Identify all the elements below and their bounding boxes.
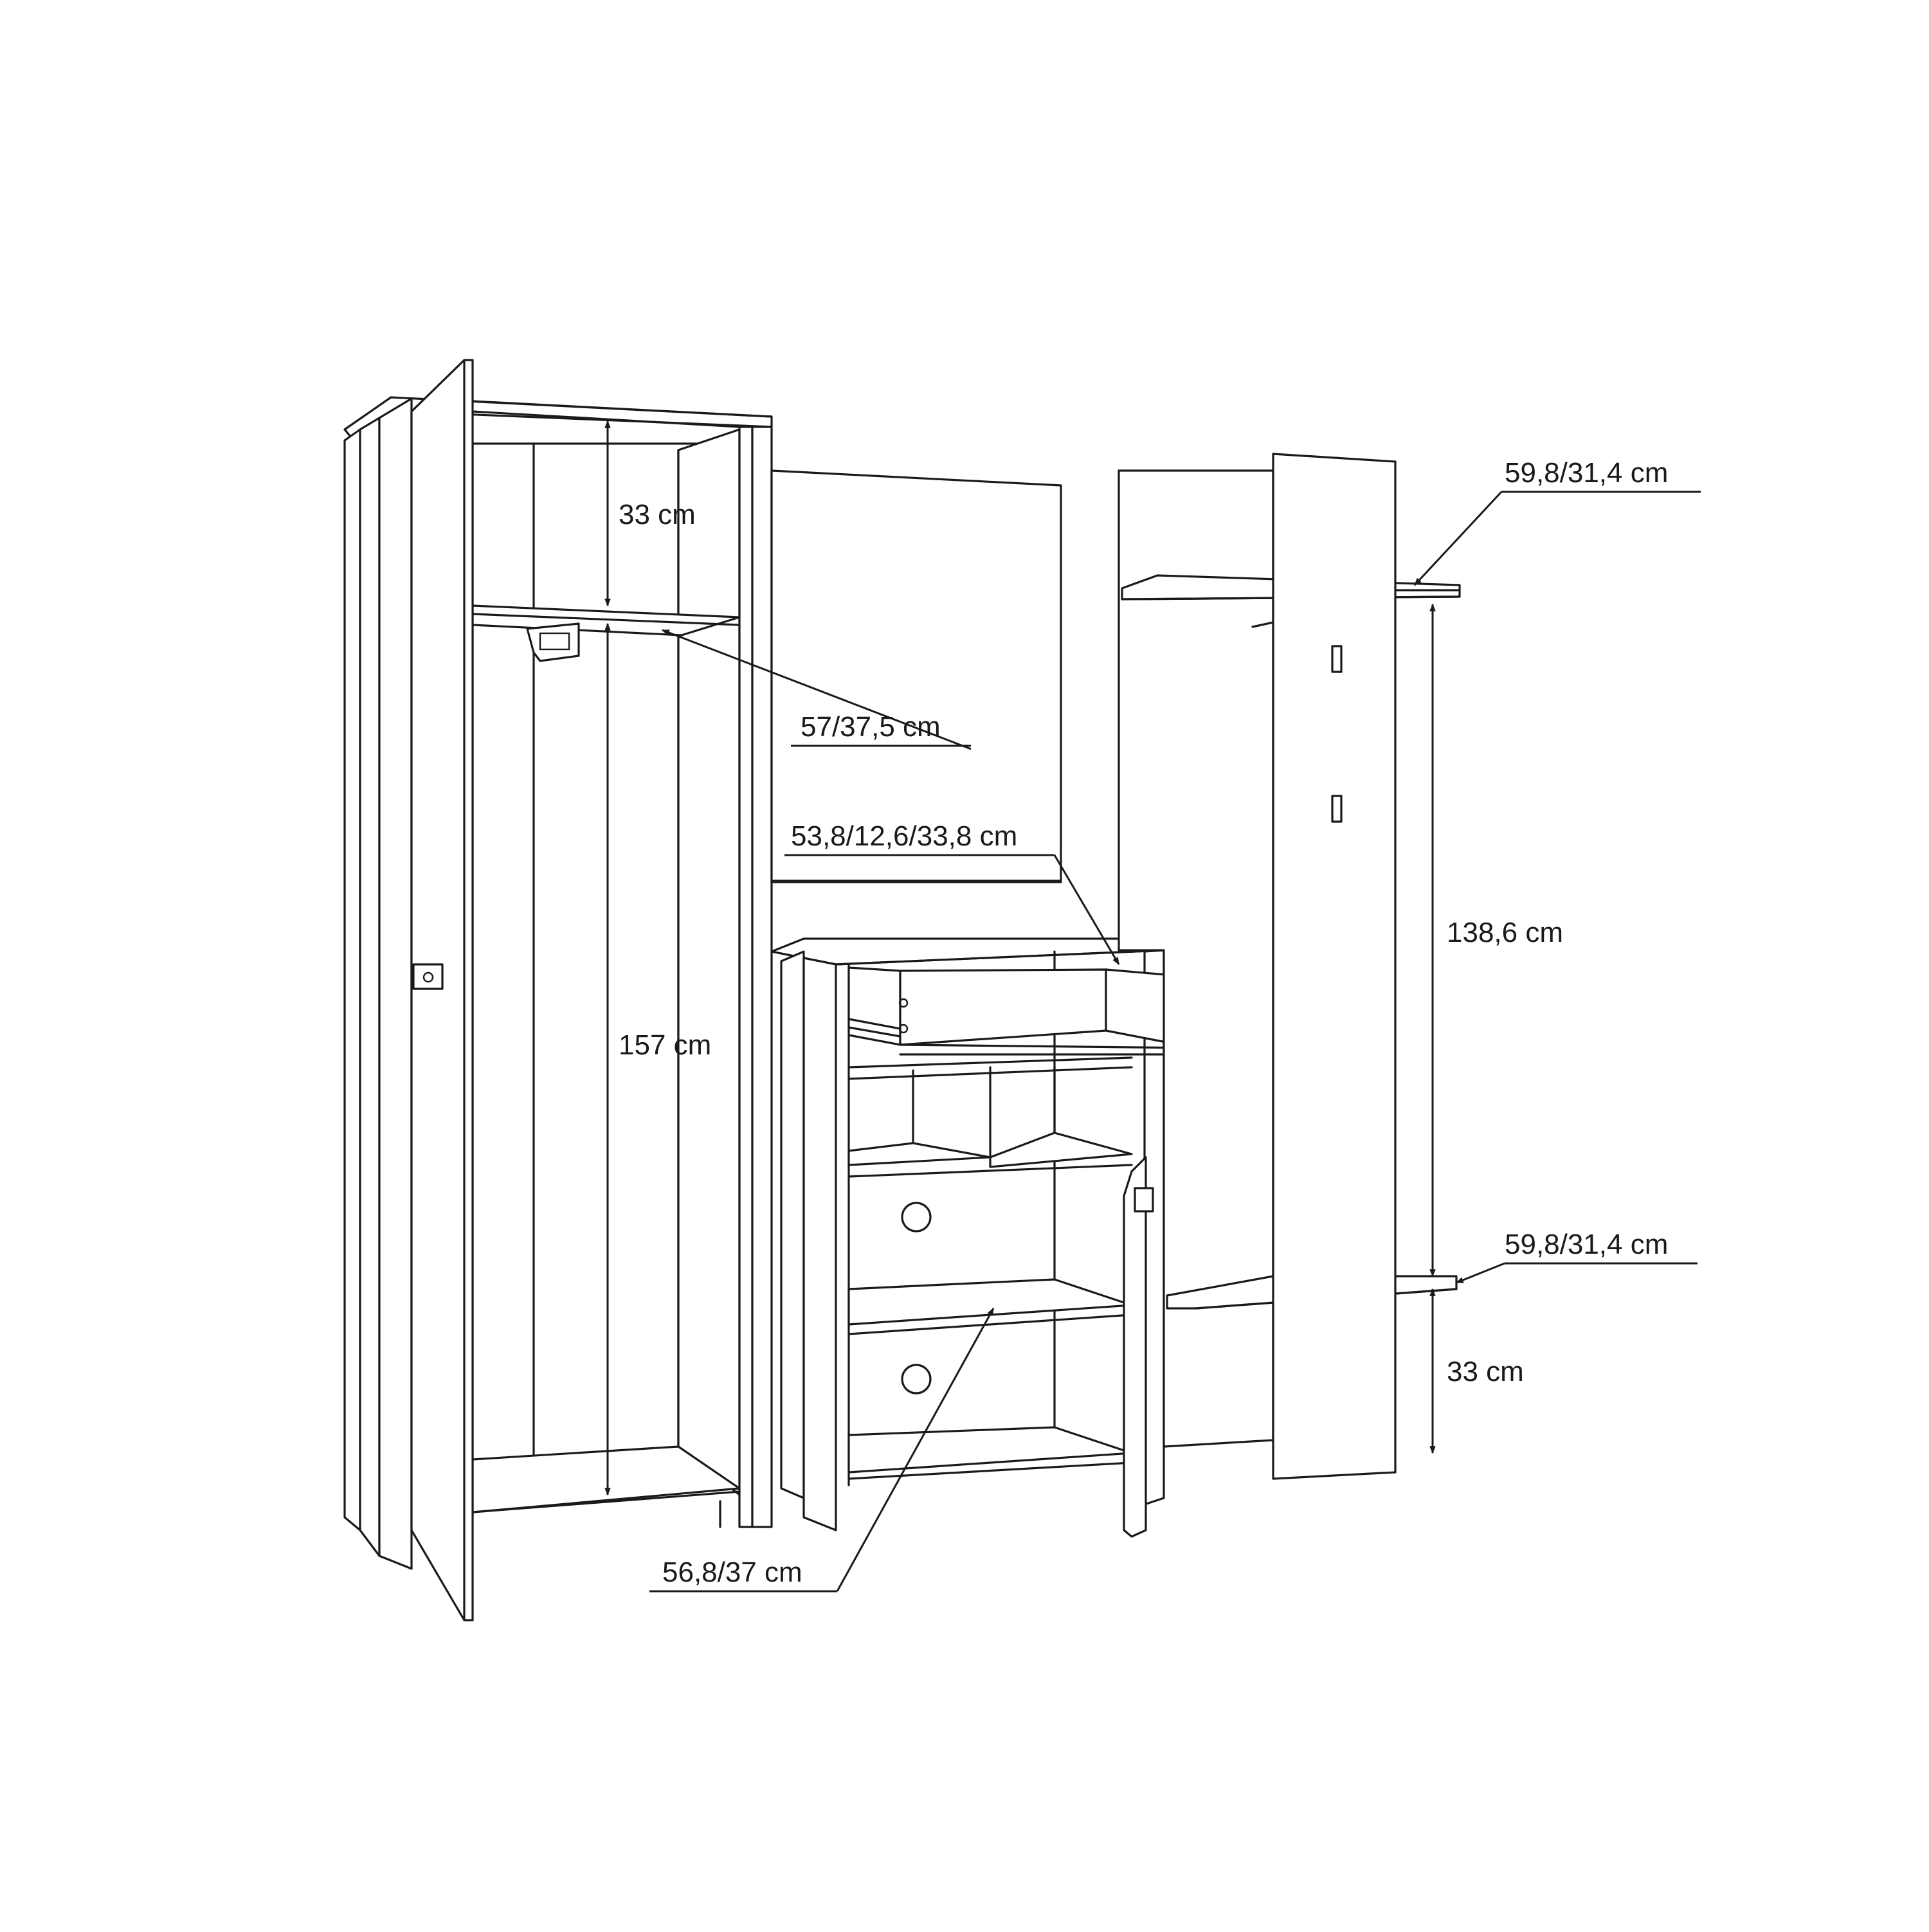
dimension-lines	[604, 420, 1701, 1593]
dim-label-coat-rack-top-shelf: 59,8/31,4 cm	[1505, 457, 1668, 489]
dim-label-drawer: 53,8/12,6/33,8 cm	[791, 820, 1017, 852]
coat-rack	[1118, 453, 1461, 1480]
dim-label-coat-rack-bottom-shelf: 59,8/31,4 cm	[1505, 1229, 1668, 1260]
dim-label-wardrobe-hanging: 157 cm	[619, 1029, 711, 1061]
dim-label-wardrobe-top: 33 cm	[619, 499, 696, 530]
cabinet	[770, 937, 1198, 1538]
dim-label-wardrobe-shelf: 57/37,5 cm	[801, 711, 941, 743]
dim-label-cabinet-shelf: 56,8/37 cm	[662, 1557, 802, 1588]
dim-label-coat-rack-height: 138,6 cm	[1447, 917, 1563, 948]
mirror-panel	[770, 469, 1062, 883]
dim-label-coat-rack-bottom-height: 33 cm	[1447, 1356, 1524, 1387]
wardrobe	[343, 359, 773, 1621]
